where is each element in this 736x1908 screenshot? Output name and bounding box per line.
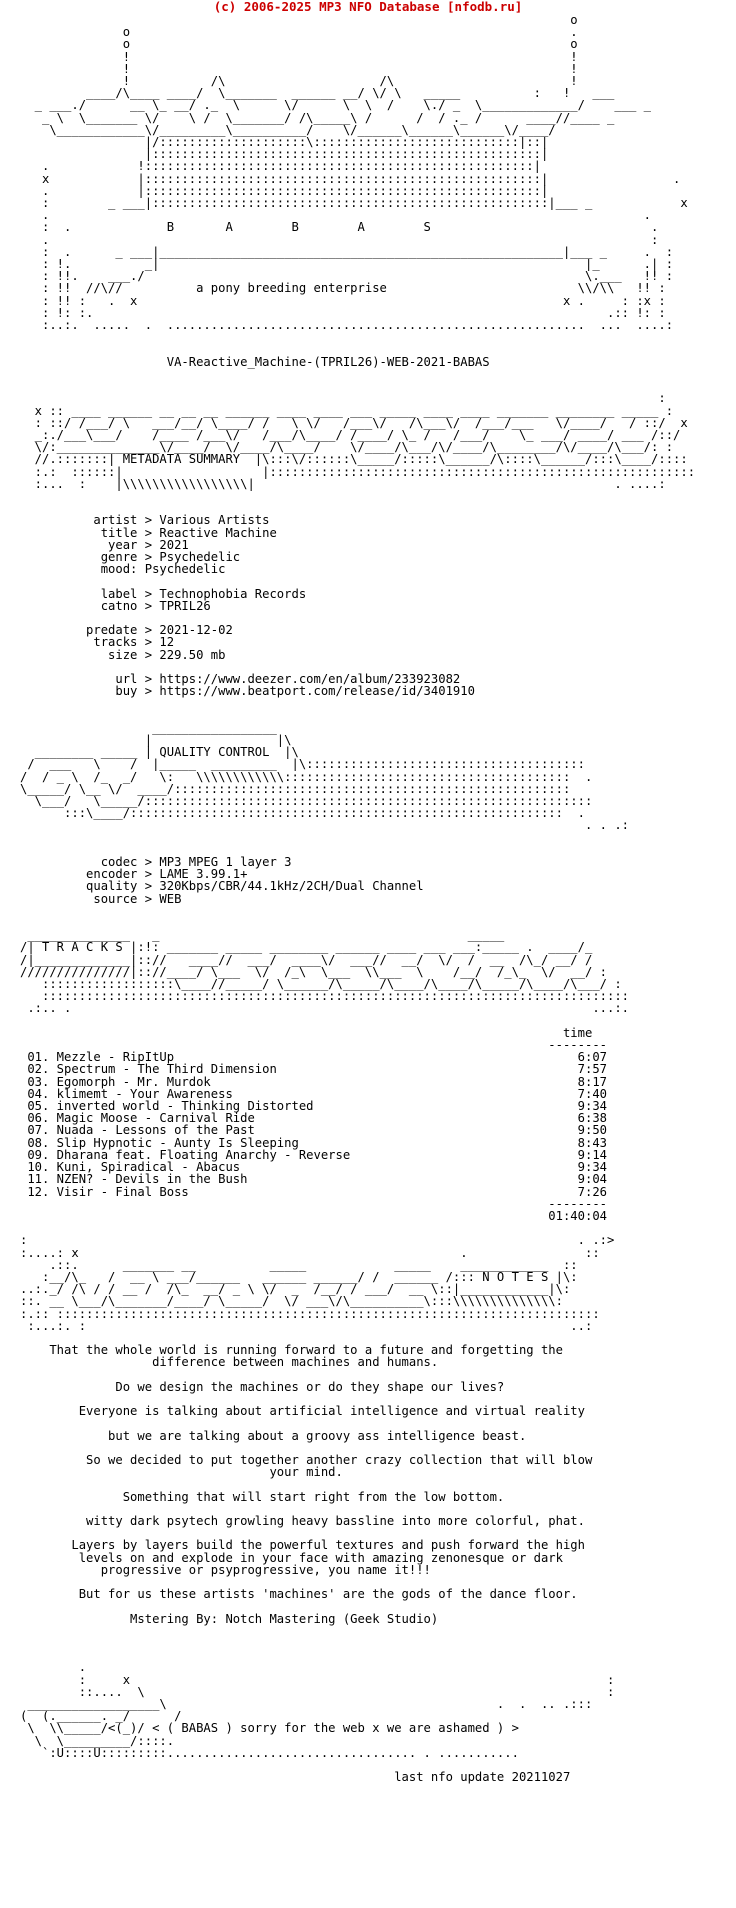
nfo-text: o o . o o ! bbox=[20, 13, 696, 1785]
copyright-header: (c) 2006-2025 MP3 NFO Database [nfodb.ru… bbox=[213, 0, 523, 14]
